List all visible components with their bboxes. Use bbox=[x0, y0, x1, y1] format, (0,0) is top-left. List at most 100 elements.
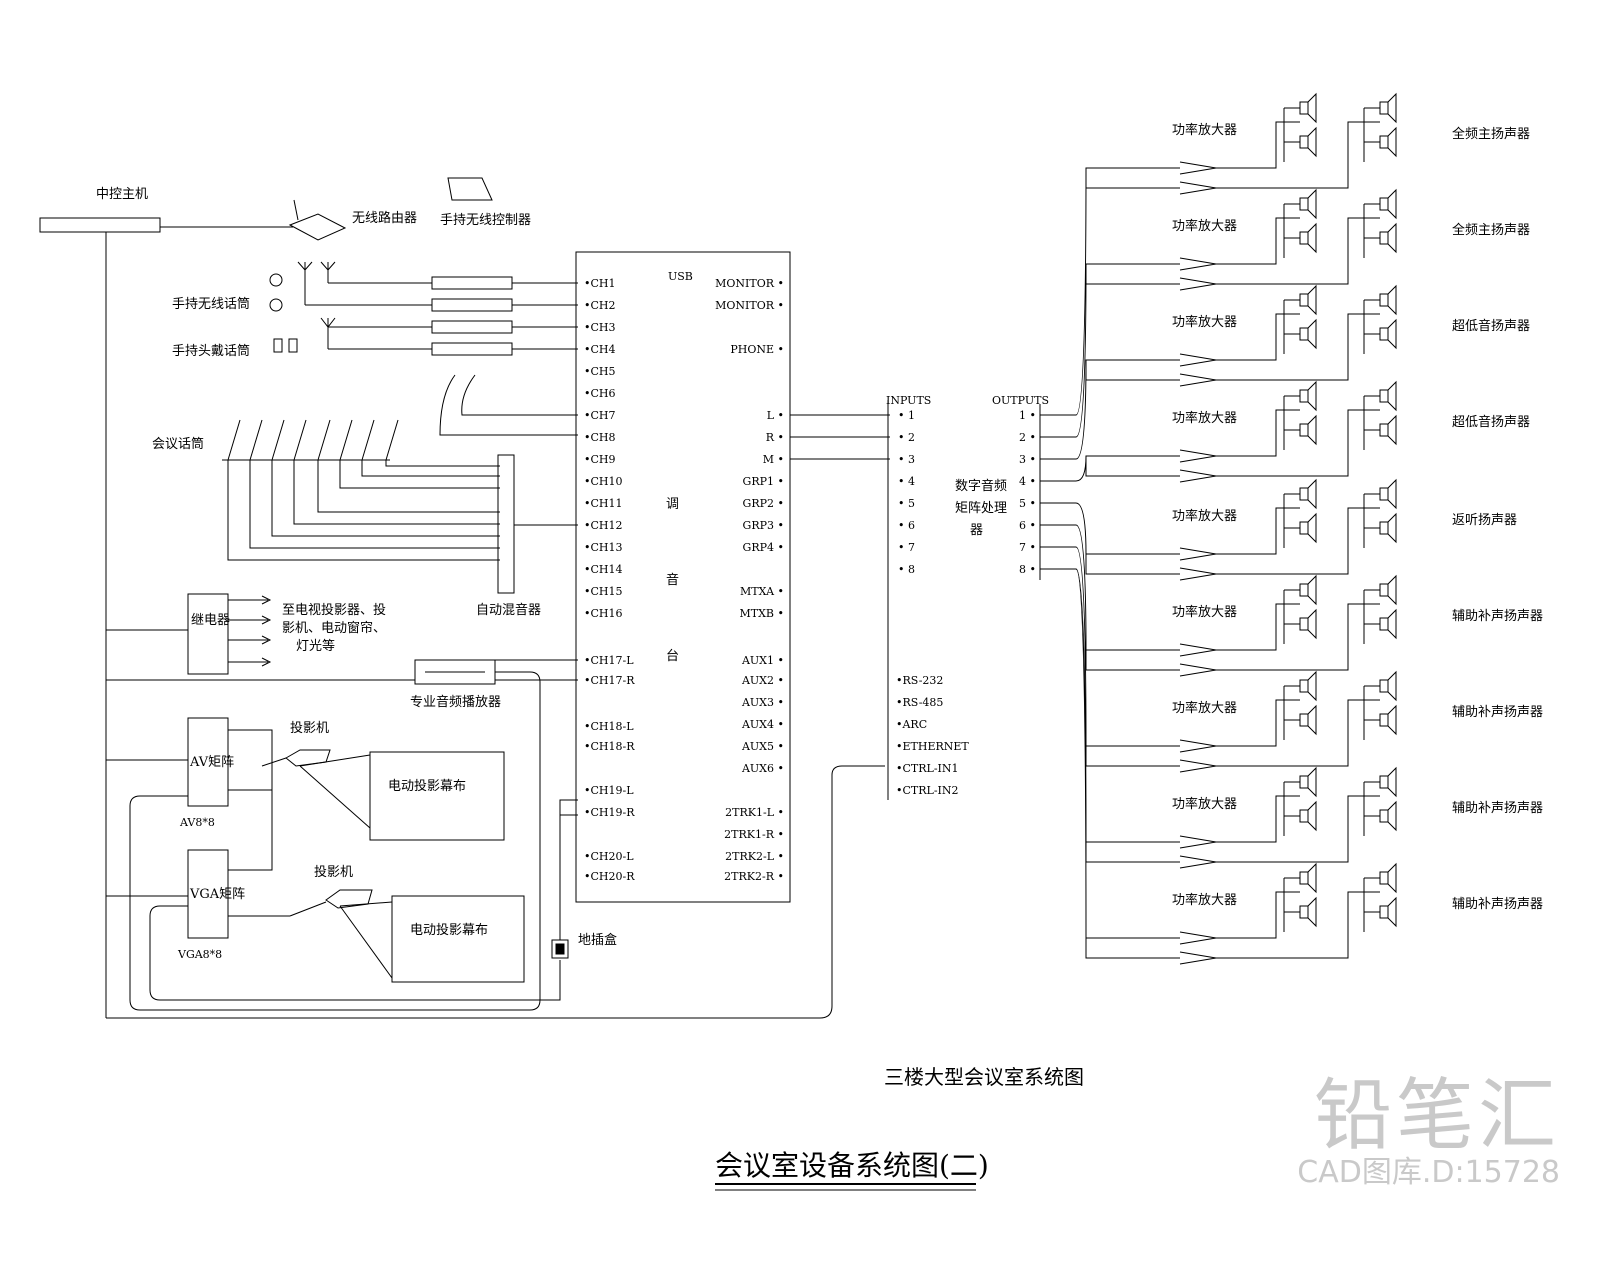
processor-input-6: • 6 bbox=[898, 519, 915, 532]
mixer-usb-label: USB bbox=[668, 270, 693, 283]
host-label: 中控主机 bbox=[96, 187, 148, 202]
amp-channel-b-6 bbox=[1179, 663, 1217, 677]
diagram-subtitle: 三楼大型会议室系统图 bbox=[884, 1065, 1084, 1089]
mixer-output-5: R • bbox=[766, 431, 784, 444]
floor-box-unit bbox=[551, 939, 569, 959]
speaker-cone-5-1-top bbox=[1307, 478, 1317, 510]
speaker-cone-5-1-bottom bbox=[1307, 512, 1317, 544]
speaker-7-2-bottom bbox=[1379, 713, 1389, 727]
amp-label-7: 功率放大器 bbox=[1172, 700, 1237, 716]
speaker-4-2-bottom bbox=[1379, 423, 1389, 437]
processor-outputs-label: OUTPUTS bbox=[992, 394, 1049, 407]
amp-input-wire-b-2 bbox=[1085, 264, 1180, 285]
speaker-5-1-bottom bbox=[1299, 521, 1309, 535]
amp-output-wire-2 bbox=[1216, 217, 1300, 265]
router-label: 无线路由器 bbox=[352, 210, 417, 226]
mixer-output-20: 2TRK1-R • bbox=[724, 828, 784, 841]
conference-mic-5 bbox=[317, 419, 331, 461]
mixer-input-6: •CH6 bbox=[584, 387, 616, 400]
speaker-label-5: 返听扬声器 bbox=[1452, 513, 1517, 528]
amp-label-5: 功率放大器 bbox=[1172, 508, 1237, 524]
speaker-7-1-top bbox=[1299, 679, 1309, 693]
amp-input-wire-b-8 bbox=[1085, 842, 1180, 863]
amp-input-wire-4 bbox=[1040, 455, 1180, 482]
touch-panel-label: 手持无线控制器 bbox=[440, 213, 531, 228]
processor-output-8: 8 • bbox=[1019, 563, 1036, 576]
amp-output-wire-b-7 bbox=[1216, 699, 1380, 767]
conference-mic-3 bbox=[271, 419, 285, 461]
player-label: 专业音频播放器 bbox=[410, 694, 501, 710]
mixer-input-1: •CH1 bbox=[584, 277, 616, 290]
relay-target-3: 灯光等 bbox=[296, 638, 335, 654]
processor-control-2: •RS-485 bbox=[896, 696, 943, 709]
processor-name-2: 矩阵处理 bbox=[955, 501, 1007, 516]
screen-1-label: 电动投影幕布 bbox=[388, 778, 466, 794]
amp-input-wire-b-5 bbox=[1085, 554, 1180, 575]
mixer-input-4: •CH4 bbox=[584, 343, 616, 356]
speaker-cone-4-2-bottom bbox=[1387, 414, 1397, 446]
processor-output-3: 3 • bbox=[1019, 453, 1036, 466]
mixer-output-4: L • bbox=[767, 409, 784, 422]
speaker-cone-7-2-top bbox=[1387, 670, 1397, 702]
mixer-input-2: •CH2 bbox=[584, 299, 616, 312]
amp-input-wire-9 bbox=[1040, 568, 1180, 939]
speaker-cone-9-2-top bbox=[1387, 862, 1397, 894]
speaker-cone-3-2-top bbox=[1387, 284, 1397, 316]
speaker-label-4: 超低音扬声器 bbox=[1452, 414, 1530, 430]
speaker-label-8: 辅助补声扬声器 bbox=[1452, 801, 1543, 816]
speaker-cone-2-2-bottom bbox=[1387, 222, 1397, 254]
speaker-1-1-bottom bbox=[1299, 135, 1309, 149]
speaker-9-2-bottom bbox=[1379, 905, 1389, 919]
av-matrix-unit bbox=[187, 717, 229, 807]
amp-input-wire-1 bbox=[1040, 167, 1180, 416]
mixer-input-5: •CH5 bbox=[584, 365, 616, 378]
speaker-8-1-top bbox=[1299, 775, 1309, 789]
speaker-2-1-top bbox=[1299, 197, 1309, 211]
amp-channel-b-7 bbox=[1179, 759, 1217, 773]
floor-box-label: 地插盒 bbox=[578, 932, 617, 948]
mixer-output-6: M • bbox=[763, 453, 784, 466]
processor-output-4: 4 • bbox=[1019, 475, 1036, 488]
mixer-input-9: •CH9 bbox=[584, 453, 616, 466]
amp-label-2: 功率放大器 bbox=[1172, 218, 1237, 234]
speaker-1-2-bottom bbox=[1379, 135, 1389, 149]
processor-output-1: 1 • bbox=[1019, 409, 1036, 422]
speaker-1-2-top bbox=[1379, 101, 1389, 115]
amp-channel-a-8 bbox=[1179, 835, 1217, 849]
amp-channel-a-4 bbox=[1179, 449, 1217, 463]
amp-input-wire-2 bbox=[1040, 263, 1180, 438]
mixer-name-3: 台 bbox=[666, 649, 679, 664]
amp-output-wire-b-3 bbox=[1216, 313, 1380, 381]
mixer-output-17: AUX5 • bbox=[741, 740, 784, 753]
processor-inputs-label: INPUTS bbox=[886, 394, 931, 407]
amp-channel-b-1 bbox=[1179, 181, 1217, 195]
speaker-cone-3-2-bottom bbox=[1387, 318, 1397, 350]
mixer-input-16: •CH16 bbox=[584, 607, 623, 620]
handheld-mic-label: 手持无线话筒 bbox=[172, 296, 250, 312]
mixer-input-10: •CH10 bbox=[584, 475, 623, 488]
speaker-4-1-top bbox=[1299, 389, 1309, 403]
av-matrix-label: AV矩阵 bbox=[189, 755, 234, 770]
projector-icon bbox=[285, 749, 331, 767]
speaker-cone-3-1-top bbox=[1307, 284, 1317, 316]
speaker-8-1-bottom bbox=[1299, 809, 1309, 823]
speaker-9-2-top bbox=[1379, 871, 1389, 885]
diagram-title: 会议室设备系统图(二) bbox=[715, 1149, 989, 1182]
mixer-output-8: GRP2 • bbox=[743, 497, 784, 510]
speaker-5-2-top bbox=[1379, 487, 1389, 501]
speaker-cone-3-1-bottom bbox=[1307, 318, 1317, 350]
mixer-output-10: GRP4 • bbox=[743, 541, 784, 554]
speaker-9-1-top bbox=[1299, 871, 1309, 885]
relay-label: 继电器 bbox=[191, 613, 230, 628]
speaker-cone-7-2-bottom bbox=[1387, 704, 1397, 736]
mixer-output-3: PHONE • bbox=[730, 343, 784, 356]
amp-output-wire-6 bbox=[1216, 603, 1300, 651]
speaker-cone-4-1-bottom bbox=[1307, 414, 1317, 446]
speaker-label-2: 全频主扬声器 bbox=[1452, 222, 1530, 238]
amp-channel-a-1 bbox=[1179, 161, 1217, 175]
speaker-cone-6-1-bottom bbox=[1307, 608, 1317, 640]
amp-input-wire-b-4 bbox=[1085, 456, 1180, 477]
amp-output-wire-5 bbox=[1216, 507, 1300, 555]
speaker-6-1-bottom bbox=[1299, 617, 1309, 631]
speaker-9-1-bottom bbox=[1299, 905, 1309, 919]
